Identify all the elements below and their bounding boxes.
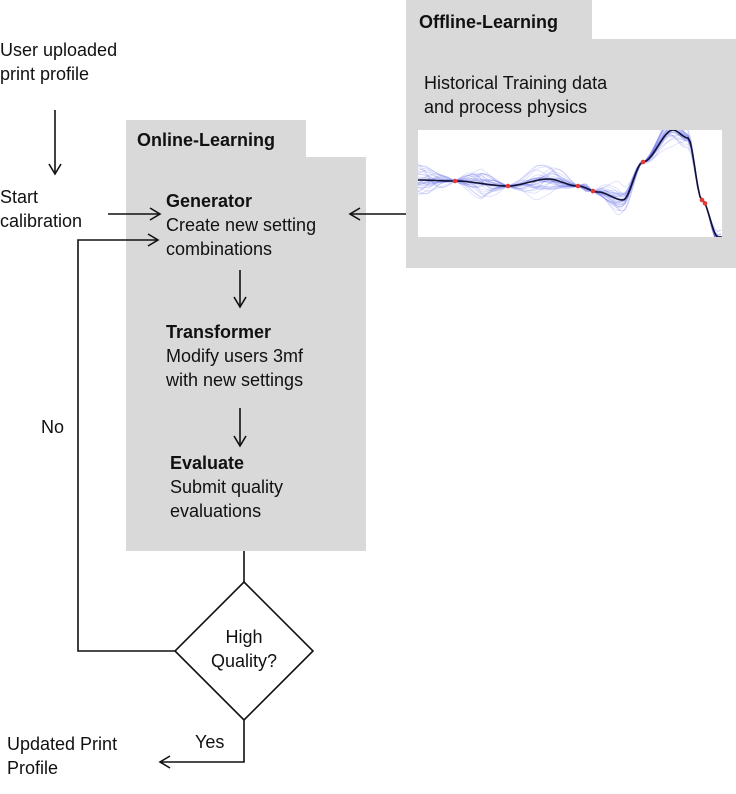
arrow-no-loop (77, 233, 175, 652)
sample-curve (418, 130, 717, 237)
sample-curve (418, 130, 717, 237)
evaluate-title: Evaluate (170, 453, 245, 473)
sample-curve (418, 130, 716, 237)
sample-curve (418, 130, 717, 237)
online-learning-box (126, 157, 366, 551)
sample-curve (418, 139, 722, 232)
sample-curve (418, 130, 716, 237)
sample-curves (418, 130, 722, 237)
sample-curve (418, 130, 717, 237)
sample-curve (418, 134, 721, 237)
sample-curve (418, 130, 715, 237)
sample-curve (418, 130, 721, 237)
sample-curve (418, 134, 717, 237)
sample-curve (418, 135, 716, 237)
arrow-yes-output (158, 720, 245, 769)
profile-label-line2: print profile (0, 64, 90, 84)
observation-point (702, 201, 708, 206)
generator-title: Generator (166, 191, 253, 211)
offline-learning-tab (406, 0, 592, 40)
sample-curve (418, 130, 721, 237)
offline-desc-line1: Historical Training data (424, 73, 608, 93)
start-label-line2: calibration (0, 211, 83, 231)
mean-curve (418, 130, 722, 237)
sample-curve (418, 131, 722, 236)
sample-curve (418, 130, 716, 237)
sample-curve (418, 130, 716, 237)
online-learning-tab (126, 120, 306, 158)
observation-point (575, 183, 581, 189)
observation-points (452, 159, 708, 206)
output-label-line1: Updated Print (7, 734, 118, 754)
sample-curve (418, 130, 715, 237)
gaussian-process-plot (418, 130, 722, 237)
observation-point (590, 188, 596, 194)
sample-curve (418, 138, 722, 233)
yes-label: Yes (195, 732, 225, 752)
observation-point (699, 197, 705, 203)
profile-label-line1: User uploaded (0, 40, 118, 60)
generator-line1: Create new setting (166, 215, 317, 235)
no-label: No (41, 417, 65, 437)
observation-point (505, 183, 511, 189)
transformer-title: Transformer (166, 322, 272, 342)
sample-curve (418, 130, 717, 237)
sample-curve (418, 130, 716, 237)
generator-line2: combinations (166, 239, 273, 259)
offline-learning-title: Offline-Learning (419, 12, 558, 32)
start-label-line1: Start (0, 187, 39, 207)
sample-curve (418, 130, 719, 237)
transformer-line1: Modify users 3mf (166, 346, 304, 366)
transformer-line2: with new settings (166, 370, 304, 390)
decision-line2: Quality? (210, 651, 278, 671)
sample-curve (418, 135, 722, 235)
offline-desc-line2: and process physics (424, 97, 588, 117)
observation-point (452, 178, 458, 184)
plot-background (418, 130, 722, 237)
online-learning-title: Online-Learning (137, 130, 276, 150)
observation-point (640, 159, 646, 165)
evaluate-line2: evaluations (170, 501, 262, 521)
sample-curve (418, 130, 717, 237)
output-label-line2: Profile (7, 758, 59, 778)
decision-line1: High (225, 627, 263, 647)
evaluate-line1: Submit quality (170, 477, 284, 497)
sample-curve (418, 130, 716, 237)
